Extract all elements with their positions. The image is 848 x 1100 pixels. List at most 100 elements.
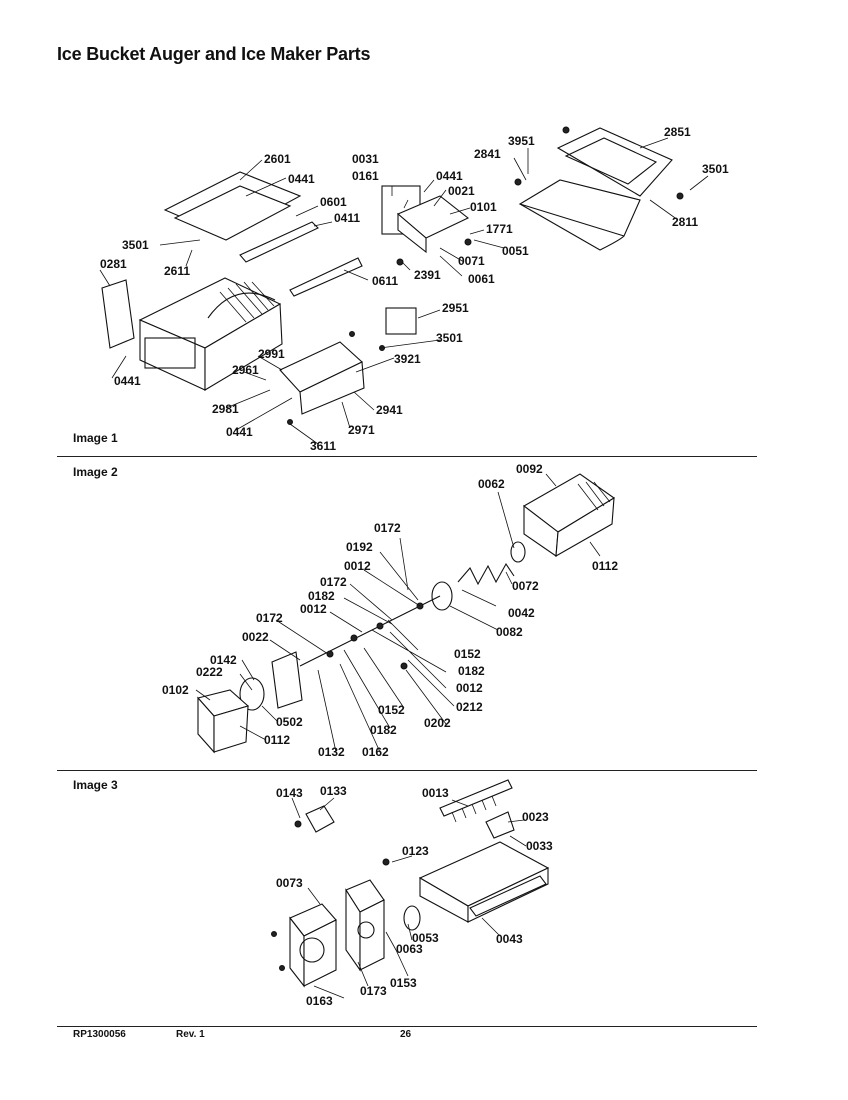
- part-callout: 0162: [362, 745, 389, 759]
- shaft-clip: [326, 650, 334, 658]
- part-callout: 0022: [242, 630, 269, 644]
- shutoff-arm: [485, 811, 515, 839]
- part-callout: 0143: [276, 786, 303, 800]
- section-divider: [57, 770, 757, 771]
- bearing: [239, 677, 265, 711]
- section-label-image-3: Image 3: [73, 778, 118, 792]
- chute-lid-inner: [564, 137, 658, 185]
- screw: [382, 858, 390, 866]
- screw: [349, 331, 355, 337]
- part-callout: 2981: [212, 402, 239, 416]
- part-callout: 0182: [308, 589, 335, 603]
- screw: [396, 258, 404, 266]
- screw: [464, 238, 472, 246]
- part-callout: 1771: [486, 222, 513, 236]
- motor-bracket-front: [299, 361, 365, 415]
- part-callout: 2991: [258, 347, 285, 361]
- part-callout: 0192: [346, 540, 373, 554]
- part-callout: 0222: [196, 665, 223, 679]
- part-callout: 0441: [436, 169, 463, 183]
- part-callout: 0411: [334, 211, 360, 225]
- part-callout: 2971: [348, 423, 375, 437]
- footer-doc-number: RP1300056: [73, 1029, 126, 1040]
- screw: [676, 192, 684, 200]
- part-callout: 0033: [526, 839, 553, 853]
- part-callout: 3951: [508, 134, 535, 148]
- rail: [239, 221, 319, 263]
- ice-ejector: [439, 779, 513, 817]
- rail-lower: [289, 257, 363, 297]
- part-callout: 2611: [164, 264, 190, 278]
- part-callout: 0172: [320, 575, 347, 589]
- part-callout: 0061: [468, 272, 495, 286]
- auger-disc: [431, 581, 453, 611]
- part-callout: 0013: [422, 786, 449, 800]
- part-callout: 0112: [592, 559, 618, 573]
- part-callout: 2841: [474, 147, 501, 161]
- pin: [400, 662, 408, 670]
- part-callout: 2601: [264, 152, 291, 166]
- chute-door-edge: [519, 203, 625, 251]
- part-callout: 0042: [508, 606, 535, 620]
- part-callout: 3501: [436, 331, 463, 345]
- part-callout: 0202: [424, 716, 451, 730]
- screw: [271, 931, 277, 937]
- section-label-image-2: Image 2: [73, 465, 118, 479]
- screw: [514, 178, 522, 186]
- footer-page-number: 26: [400, 1029, 412, 1040]
- part-callout: 0132: [318, 745, 345, 759]
- part-callout: 2941: [376, 403, 403, 417]
- motor-gear: [299, 937, 325, 963]
- ejector-fingers: [451, 795, 497, 823]
- part-callout: 0441: [226, 425, 253, 439]
- screw: [562, 126, 570, 134]
- part-callout: 0063: [396, 942, 423, 956]
- part-callout: 0172: [256, 611, 283, 625]
- part-callout: 0182: [458, 664, 485, 678]
- part-callout: 3921: [394, 352, 421, 366]
- part-callout: 0133: [320, 784, 347, 798]
- image-2-drawing: [195, 473, 616, 754]
- page-title: Ice Bucket Auger and Ice Maker Parts: [57, 44, 371, 64]
- washer: [510, 541, 526, 563]
- part-callout: 0123: [402, 844, 429, 858]
- part-callout: 0062: [478, 477, 505, 491]
- part-callout: 0073: [276, 876, 303, 890]
- part-callout: 0012: [300, 602, 327, 616]
- part-callout: 0152: [378, 703, 405, 717]
- part-callout: 0182: [370, 723, 397, 737]
- part-callout: 0112: [264, 733, 290, 747]
- part-callout: 3611: [310, 439, 336, 453]
- thermostat: [305, 805, 335, 833]
- ice-bucket-side: [204, 303, 283, 391]
- image-1-drawing: [99, 126, 709, 445]
- part-callout: 0142: [210, 653, 237, 667]
- callout-labels: 2601044106010411350126110281061104410031…: [100, 125, 729, 1008]
- part-callout: 0012: [456, 681, 483, 695]
- chute-lid: [556, 127, 673, 197]
- part-callout: 3501: [702, 162, 729, 176]
- part-callout: 0173: [360, 984, 387, 998]
- part-callout: 0611: [372, 274, 398, 288]
- cam: [403, 905, 421, 931]
- motor-module-side: [303, 919, 337, 987]
- auger-shaft: [299, 595, 441, 667]
- image-3-drawing: [271, 779, 550, 999]
- part-callout: 0051: [502, 244, 529, 258]
- section-divider: [57, 456, 757, 457]
- part-callout: 2391: [414, 268, 441, 282]
- auger-motor: [385, 307, 417, 335]
- part-callout: 0502: [276, 715, 303, 729]
- part-callout: 0441: [114, 374, 141, 388]
- auger-housing-side: [555, 496, 615, 557]
- end-cap: [101, 279, 135, 349]
- part-callout: 0071: [458, 254, 485, 268]
- ice-maker-mold-front: [397, 212, 427, 254]
- ice-bucket-grille: [219, 281, 275, 323]
- part-callout: 0102: [162, 683, 189, 697]
- part-callout: 0172: [374, 521, 401, 535]
- front-housing-side: [213, 705, 249, 753]
- part-callout: 0053: [412, 931, 439, 945]
- heater-strip: [469, 875, 547, 917]
